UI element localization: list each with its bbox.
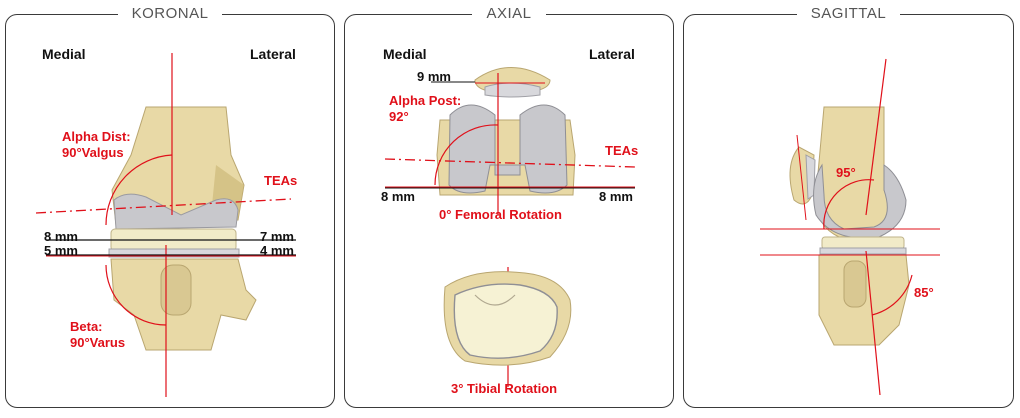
femoral-rotation-label: 0° Femoral Rotation	[439, 207, 562, 222]
sagittal-panel: SAGITTAL 95° 85°	[683, 5, 1014, 408]
axial-right-gap: 8 mm	[599, 189, 633, 204]
koronal-panel: KORONAL Medial Lateral Alpha Dist: 90°Va…	[5, 5, 335, 408]
axial-panel: AXIAL Medial Lateral 9 mm Alpha Post: 92…	[344, 5, 674, 408]
tibial-tray	[453, 283, 558, 359]
axial-teas-label: TEAs	[605, 143, 638, 158]
sagittal-angle-bottom: 85°	[914, 285, 934, 300]
axial-left-gap: 8 mm	[381, 189, 415, 204]
koronal-left-gap-top: 8 mm	[44, 229, 78, 244]
sagittal-angle-top: 95°	[836, 165, 856, 180]
koronal-lateral-label: Lateral	[250, 46, 296, 62]
axial-top-gap: 9 mm	[417, 69, 451, 84]
beta-label: Beta:	[70, 319, 103, 334]
koronal-right-gap-bottom: 4 mm	[260, 243, 294, 258]
koronal-title: KORONAL	[117, 5, 223, 22]
beta-value: 90°Varus	[70, 335, 125, 350]
sagittal-view: 95° 85°	[760, 58, 940, 396]
koronal-view: Medial Lateral Alpha Dist: 90°Valgus TEA…	[35, 46, 297, 397]
femoral-implant	[113, 193, 239, 230]
koronal-left-gap-bottom: 5 mm	[44, 243, 78, 258]
sagittal-title: SAGITTAL	[796, 5, 901, 22]
alpha-post-value: 92°	[389, 109, 409, 124]
tibial-rotation-label: 3° Tibial Rotation	[451, 381, 557, 396]
alpha-post-label: Alpha Post:	[389, 93, 461, 108]
axial-view: Medial Lateral 9 mm Alpha Post: 92° TEAs…	[381, 46, 638, 396]
koronal-medial-label: Medial	[42, 46, 86, 62]
axial-medial-label: Medial	[383, 46, 427, 62]
alpha-dist-label: Alpha Dist:	[62, 129, 131, 144]
koronal-teas-label: TEAs	[264, 173, 297, 188]
alpha-dist-value: 90°Valgus	[62, 145, 124, 160]
axial-title: AXIAL	[472, 5, 546, 22]
axial-lateral-label: Lateral	[589, 46, 635, 62]
koronal-right-gap-top: 7 mm	[260, 229, 294, 244]
